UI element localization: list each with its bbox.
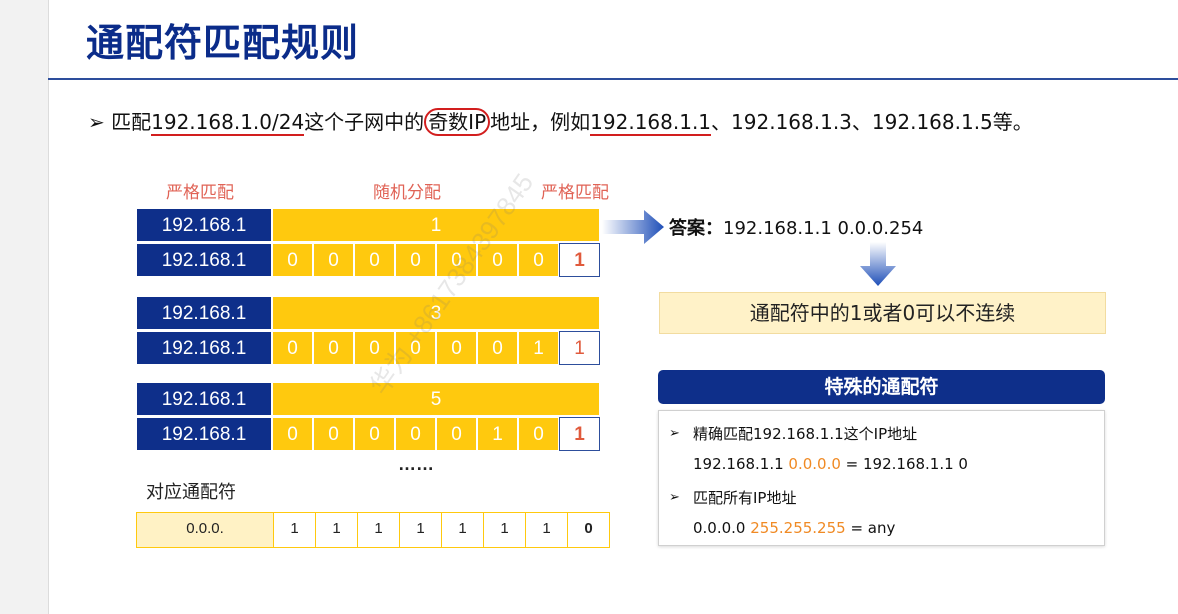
intro-network: 192.168.1.0/24 xyxy=(151,110,305,136)
header-strict-right: 严格匹配 xyxy=(541,183,609,203)
any-wildcard: 255.255.255 xyxy=(750,519,846,537)
slide-title: 通配符匹配规则 xyxy=(86,21,360,65)
network-cell: 192.168.1 xyxy=(136,382,272,416)
any-result: = any xyxy=(845,519,896,537)
bit-cell: 0 xyxy=(354,243,395,277)
wildcard-bit: 1 xyxy=(400,513,442,547)
network-cell: 192.168.1 xyxy=(136,331,272,365)
wildcard-bit: 1 xyxy=(484,513,526,547)
intro-text-4: 等。 xyxy=(992,110,1033,134)
group-3-value-row: 192.168.1 5 xyxy=(136,382,600,416)
wildcard-bit: 1 xyxy=(358,513,400,547)
network-cell: 192.168.1 xyxy=(136,243,272,277)
bit-cell: 0 xyxy=(518,243,559,277)
wildcard-bit: 1 xyxy=(274,513,316,547)
answer-label: 答案： xyxy=(669,218,723,239)
bit-cell: 0 xyxy=(395,417,436,451)
exact-ip: 192.168.1.1 xyxy=(693,455,789,473)
bit-cell: 0 xyxy=(354,417,395,451)
intro-text-2: 这个子网中的 xyxy=(304,110,425,134)
exact-result: = 192.168.1.1 0 xyxy=(840,455,968,473)
bullet-icon: ➢ xyxy=(669,425,680,440)
bit-cell: 0 xyxy=(313,331,354,365)
bit-cell: 0 xyxy=(354,331,395,365)
special-wildcard-title: 特殊的通配符 xyxy=(658,370,1105,404)
intro-sep-1: 、 xyxy=(711,110,732,134)
bit-cell: 0 xyxy=(272,243,313,277)
wildcard-row: 0.0.0. 1 1 1 1 1 1 1 0 xyxy=(136,512,610,548)
special-line-exact: 192.168.1.1 0.0.0.0 = 192.168.1.1 0 xyxy=(693,455,968,473)
bit-cell: 0 xyxy=(313,417,354,451)
wildcard-bit: 1 xyxy=(316,513,358,547)
wildcard-bit: 1 xyxy=(442,513,484,547)
intro-bullet: ➢ xyxy=(88,110,105,134)
answer-value: 192.168.1.1 0.0.0.254 xyxy=(723,218,924,239)
wildcard-bit: 1 xyxy=(526,513,568,547)
ellipsis: …… xyxy=(398,454,434,474)
arrow-down-icon xyxy=(860,242,896,286)
header-random: 随机分配 xyxy=(373,183,441,203)
octet-value: 1 xyxy=(272,208,600,242)
special-wildcard-box: ➢ 精确匹配192.168.1.1这个IP地址 192.168.1.1 0.0.… xyxy=(658,410,1105,546)
group-1-bits-row: 192.168.1 0 0 0 0 0 0 0 1 xyxy=(136,243,600,277)
title-divider xyxy=(48,78,1178,80)
wildcard-label: 对应通配符 xyxy=(146,482,236,503)
intro-example-2: 192.168.1.3 xyxy=(731,110,852,134)
wildcard-prefix: 0.0.0. xyxy=(137,513,274,547)
bit-cell: 0 xyxy=(395,331,436,365)
slide-sidebar xyxy=(0,0,49,614)
intro-example-1: 192.168.1.1 xyxy=(590,110,712,136)
bullet-icon: ➢ xyxy=(669,489,680,504)
intro-text-3: 地址，例如 xyxy=(490,110,591,134)
special-item-exact: 精确匹配192.168.1.1这个IP地址 xyxy=(693,425,918,443)
intro-sep-2: 、 xyxy=(851,110,872,134)
special-item-any: 匹配所有IP地址 xyxy=(693,489,797,507)
octet-value: 5 xyxy=(272,382,600,416)
group-1-value-row: 192.168.1 1 xyxy=(136,208,600,242)
network-cell: 192.168.1 xyxy=(136,208,272,242)
intro-example-3: 192.168.1.5 xyxy=(871,110,993,134)
bit-cell: 0 xyxy=(436,417,477,451)
bit-cell: 0 xyxy=(477,243,518,277)
last-bit-cell: 1 xyxy=(559,417,600,451)
group-2-value-row: 192.168.1 3 xyxy=(136,296,600,330)
bit-cell: 1 xyxy=(518,331,559,365)
bit-cell: 0 xyxy=(272,331,313,365)
bit-cell: 0 xyxy=(436,243,477,277)
bit-cell: 0 xyxy=(272,417,313,451)
any-ip: 0.0.0.0 xyxy=(693,519,751,537)
bit-cell: 0 xyxy=(313,243,354,277)
last-bit-cell: 1 xyxy=(559,331,600,365)
intro-odd-ip: 奇数IP xyxy=(424,108,491,136)
bit-cell: 0 xyxy=(436,331,477,365)
octet-value: 3 xyxy=(272,296,600,330)
header-strict-left: 严格匹配 xyxy=(166,183,234,203)
group-2-bits-row: 192.168.1 0 0 0 0 0 0 1 1 xyxy=(136,331,600,365)
exact-wildcard: 0.0.0.0 xyxy=(788,455,841,473)
network-cell: 192.168.1 xyxy=(136,417,272,451)
last-bit-cell: 1 xyxy=(559,243,600,277)
network-cell: 192.168.1 xyxy=(136,296,272,330)
wildcard-last-bit: 0 xyxy=(568,513,609,547)
group-3-bits-row: 192.168.1 0 0 0 0 0 1 0 1 xyxy=(136,417,600,451)
bit-cell: 0 xyxy=(518,417,559,451)
answer: 答案：192.168.1.1 0.0.0.254 xyxy=(669,214,923,240)
special-line-any: 0.0.0.0 255.255.255 = any xyxy=(693,519,895,537)
arrow-right-icon xyxy=(602,210,664,244)
intro-text-1: 匹配 xyxy=(111,110,152,134)
wildcard-note: 通配符中的1或者0可以不连续 xyxy=(659,292,1106,334)
bit-cell: 0 xyxy=(395,243,436,277)
bit-cell: 1 xyxy=(477,417,518,451)
bit-cell: 0 xyxy=(477,331,518,365)
